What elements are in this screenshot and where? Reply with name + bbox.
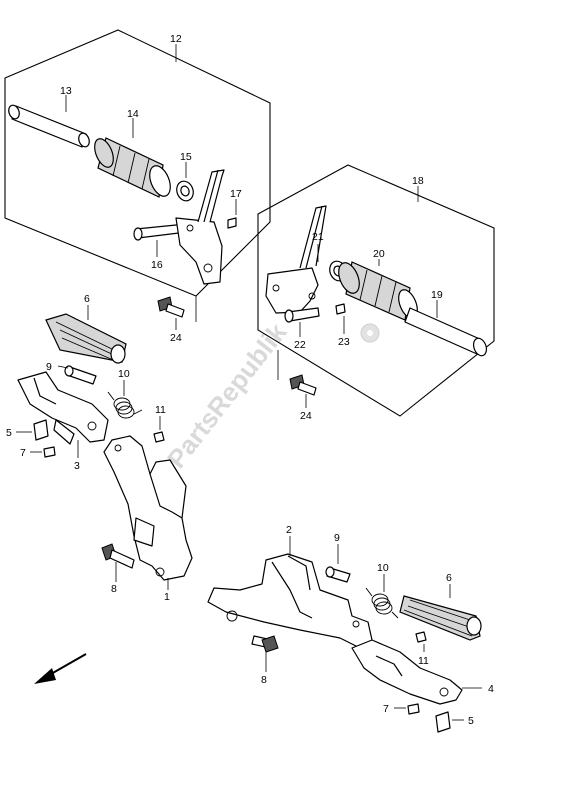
- part-22-pin: [284, 307, 320, 323]
- label-3: 3: [74, 460, 80, 472]
- part-7-nut-left: [43, 446, 56, 458]
- gear-icon: [360, 323, 380, 343]
- label-10-right: 10: [377, 562, 389, 574]
- part-9-pin-left: [64, 365, 97, 385]
- label-5-left: 5: [6, 427, 12, 439]
- part-3-footrest-bracket-left: [17, 371, 109, 445]
- label-16: 16: [151, 259, 163, 271]
- part-24-bolt-left: [157, 296, 185, 318]
- part-19-pivot-shaft: [404, 307, 488, 357]
- label-12: 12: [170, 33, 182, 45]
- label-8-right: 8: [261, 674, 267, 686]
- label-21: 21: [312, 231, 324, 243]
- front-direction-arrow-icon: [34, 653, 87, 684]
- part-11-clip-left: [153, 431, 165, 443]
- footrest-bracket-left: [175, 169, 225, 285]
- part-5-bolt-right: [435, 711, 451, 733]
- label-11-left: 11: [155, 404, 166, 416]
- part-23-nut: [335, 303, 346, 315]
- label-24-upper: 24: [170, 332, 182, 344]
- part-4-footrest-bracket-right: [351, 639, 463, 705]
- part-24-bolt-right: [289, 374, 317, 396]
- label-8-left: 8: [111, 583, 117, 595]
- label-6-right: 6: [446, 572, 452, 584]
- label-6-left: 6: [84, 293, 90, 305]
- label-7-left: 7: [20, 447, 26, 459]
- part-6-footrest-rubber-left: [45, 313, 127, 364]
- label-24-lower: 24: [300, 410, 312, 422]
- footrest-bracket-right: [265, 205, 327, 314]
- label-9-left: 9: [46, 361, 52, 373]
- label-9-right: 9: [334, 532, 340, 544]
- label-13: 13: [60, 85, 72, 97]
- label-17: 17: [230, 188, 242, 200]
- label-10-left: 10: [118, 368, 130, 380]
- label-11-right: 11: [418, 655, 429, 667]
- part-6-footrest-rubber-right: [399, 595, 482, 641]
- label-7-right: 7: [383, 703, 389, 715]
- part-9-pin-right: [325, 566, 351, 583]
- part-7-nut-right: [407, 703, 420, 715]
- label-19: 19: [431, 289, 443, 301]
- label-20: 20: [373, 248, 385, 260]
- part-8-bolt-right: [251, 635, 279, 653]
- part-10-spring-right: [365, 587, 399, 619]
- label-14: 14: [127, 108, 139, 120]
- part-13-pivot-shaft: [8, 104, 90, 148]
- part-10-spring-left: [107, 391, 143, 419]
- label-1: 1: [164, 591, 170, 603]
- assembly-box-18: [257, 164, 495, 417]
- part-labels: 12 13 14 15 17 16 24 18 21 20 19 22 23 2…: [6, 33, 494, 727]
- label-4: 4: [488, 683, 494, 695]
- label-15: 15: [180, 151, 192, 163]
- label-5-right: 5: [468, 715, 474, 727]
- part-14-footrest-rubber: [94, 137, 171, 198]
- part-1-footrest-bracket: [103, 435, 193, 581]
- part-11-clip-right: [415, 631, 427, 643]
- label-22: 22: [294, 339, 306, 351]
- label-2: 2: [286, 524, 292, 536]
- assembly-box-12: [4, 29, 271, 297]
- part-15-washer: [176, 180, 194, 202]
- part-2-footrest-bracket-right: [207, 553, 373, 649]
- label-23: 23: [338, 336, 350, 348]
- label-18: 18: [412, 175, 424, 187]
- part-5-bolt-left: [33, 419, 49, 441]
- part-17-nut: [227, 217, 237, 229]
- part-8-bolt-left: [101, 543, 135, 569]
